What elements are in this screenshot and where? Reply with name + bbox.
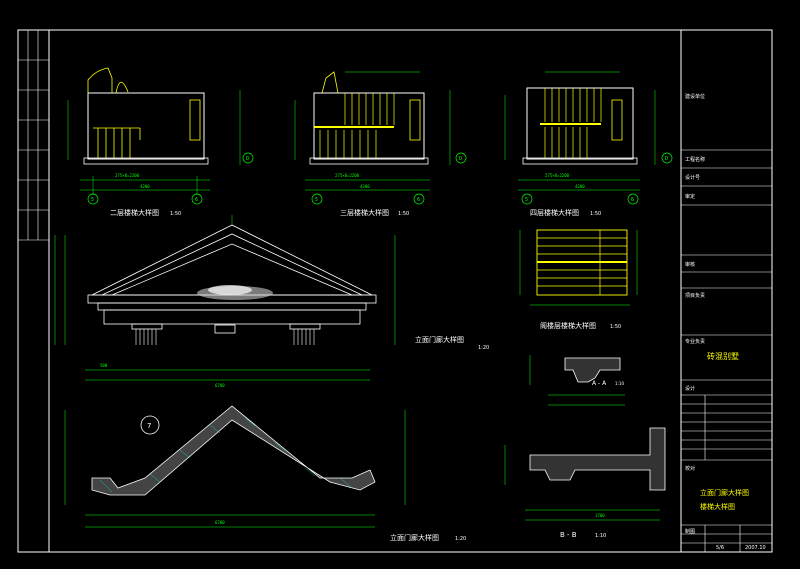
svg-text:1:10: 1:10: [615, 381, 624, 386]
stair-plan-attic: 阁楼层楼梯大样图 1:50: [519, 229, 638, 330]
svg-text:项目负责: 项目负责: [685, 292, 705, 299]
stair-plan-3f: 275×8=2200 4200 5 6 D 三层楼梯大样图 1:50: [294, 71, 467, 217]
svg-text:D: D: [665, 156, 668, 162]
title-section-bb: B - B: [560, 531, 577, 539]
title-pediment-elev: 立面门廊大样图: [415, 335, 464, 344]
title-stair-4f: 四层楼梯大样图: [530, 208, 579, 217]
svg-text:500: 500: [100, 363, 108, 368]
detail-aa: [564, 357, 621, 383]
pediment-section-dims: [64, 410, 406, 528]
section-hatch: [99, 417, 353, 493]
svg-text:275×8=2200: 275×8=2200: [115, 173, 140, 178]
pediment-elevation-dims: [54, 215, 396, 381]
title-stair-3f: 三层楼梯大样图: [340, 208, 389, 217]
svg-text:专业负责: 专业负责: [685, 338, 705, 345]
inner-frame: [48, 29, 682, 553]
svg-text:1:20: 1:20: [455, 536, 466, 542]
svg-text:1:50: 1:50: [170, 211, 181, 217]
svg-text:设计: 设计: [685, 385, 695, 392]
svg-text:审定: 审定: [685, 193, 695, 200]
svg-text:7: 7: [147, 422, 151, 430]
svg-text:5: 5: [91, 197, 94, 203]
drawing-title-2: 楼梯大样图: [700, 502, 735, 511]
svg-text:6: 6: [631, 197, 634, 203]
svg-text:4200: 4200: [360, 184, 370, 189]
svg-text:建设单位: 建设单位: [685, 93, 705, 100]
title-stair-attic: 阁楼层楼梯大样图: [540, 321, 596, 330]
svg-text:工程名称: 工程名称: [685, 156, 705, 163]
svg-text:设计号: 设计号: [685, 174, 700, 181]
title-stair-2f: 二层楼梯大样图: [110, 208, 159, 217]
section-mark: [140, 415, 160, 435]
svg-text:6700: 6700: [215, 383, 225, 388]
svg-text:275×8=2200: 275×8=2200: [335, 173, 360, 178]
svg-text:6700: 6700: [215, 520, 225, 525]
pediment-ornament: [197, 285, 273, 300]
sheet-number: 5/6: [716, 545, 724, 551]
svg-text:5: 5: [525, 197, 528, 203]
title-block-text: 建设单位 工程名称 设计号 审定 审核 项目负责 专业负责 设计 校对 制图: [685, 93, 705, 535]
svg-text:1:10: 1:10: [595, 533, 606, 539]
sheet-date: 2007.10: [745, 545, 766, 551]
svg-text:5: 5: [315, 197, 318, 203]
svg-text:1700: 1700: [595, 513, 605, 518]
svg-text:4200: 4200: [575, 184, 585, 189]
svg-text:6: 6: [195, 197, 198, 203]
title-block: [681, 149, 772, 552]
binding-strip: [18, 30, 49, 241]
svg-text:4200: 4200: [140, 184, 150, 189]
title-detail-aa: A - A: [592, 380, 607, 387]
stair-plan-2f: 275×8=2200 4200 5 6 D 二层楼梯大样图 1:50: [67, 67, 254, 217]
svg-text:校对: 校对: [685, 465, 695, 472]
svg-text:D: D: [246, 156, 249, 162]
svg-text:1:50: 1:50: [398, 211, 409, 217]
svg-text:6: 6: [417, 197, 420, 203]
title-pediment-section: 立面门廊大样图: [390, 533, 439, 542]
svg-text:1:50: 1:50: [590, 211, 601, 217]
svg-text:制图: 制图: [685, 528, 695, 535]
section-bb: [529, 427, 666, 491]
drawing-title-1: 立面门廊大样图: [700, 488, 749, 497]
svg-text:275×8=2200: 275×8=2200: [545, 173, 570, 178]
svg-text:1:50: 1:50: [610, 324, 621, 330]
svg-text:审核: 审核: [685, 261, 695, 268]
stair-plan-4f: 275×8=2200 4200 5 6 D 四层楼梯大样图 1:50: [504, 71, 673, 217]
pediment-section: [91, 405, 376, 496]
pediment-elevation: [87, 224, 377, 345]
svg-text:1:20: 1:20: [478, 345, 489, 351]
project-name: 砖混别墅: [707, 351, 739, 361]
svg-text:D: D: [459, 156, 462, 162]
